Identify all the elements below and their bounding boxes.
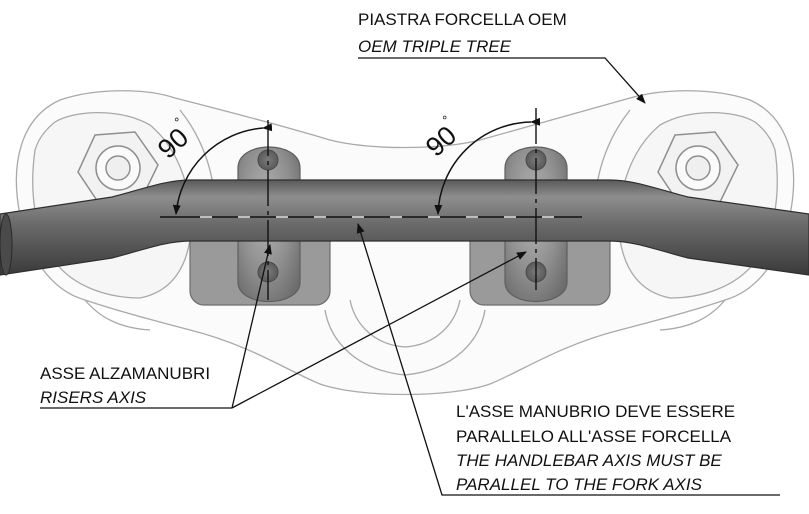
right-fork-nut bbox=[657, 131, 739, 206]
risers-axis-label: ASSE ALZAMANUBRI RISERS AXIS bbox=[40, 364, 210, 407]
triple-tree-leader bbox=[358, 57, 646, 104]
note-en-line-1: THE HANDLEBAR AXIS MUST BE bbox=[456, 451, 722, 470]
triple-tree-label: PIASTRA FORCELLA OEM OEM TRIPLE TREE bbox=[358, 10, 567, 56]
risers-axis-leader-left bbox=[231, 244, 272, 409]
risers-axis-label-it: ASSE ALZAMANUBRI bbox=[40, 364, 210, 383]
risers-axis-label-en: RISERS AXIS bbox=[40, 388, 147, 407]
note-it-line-1: L'ASSE MANUBRIO DEVE ESSERE bbox=[456, 402, 735, 421]
right-angle-arc bbox=[434, 117, 541, 215]
handlebar-axis-note: L'ASSE MANUBRIO DEVE ESSERE PARALLELO AL… bbox=[456, 402, 735, 494]
leader-lines bbox=[40, 57, 780, 496]
note-en-line-2: PARALLEL TO THE FORK AXIS bbox=[456, 475, 703, 494]
risers-axis-leader-right bbox=[231, 251, 527, 409]
left-fork-nut bbox=[77, 131, 159, 206]
note-it-line-2: PARALLELO ALL'ASSE FORCELLA bbox=[456, 427, 732, 446]
triple-tree-label-en: OEM TRIPLE TREE bbox=[358, 37, 512, 56]
triple-tree-label-it: PIASTRA FORCELLA OEM bbox=[358, 10, 567, 29]
handlebar-axis-leader bbox=[356, 223, 780, 496]
left-angle-arc bbox=[172, 123, 273, 215]
angle-arcs bbox=[172, 117, 541, 215]
